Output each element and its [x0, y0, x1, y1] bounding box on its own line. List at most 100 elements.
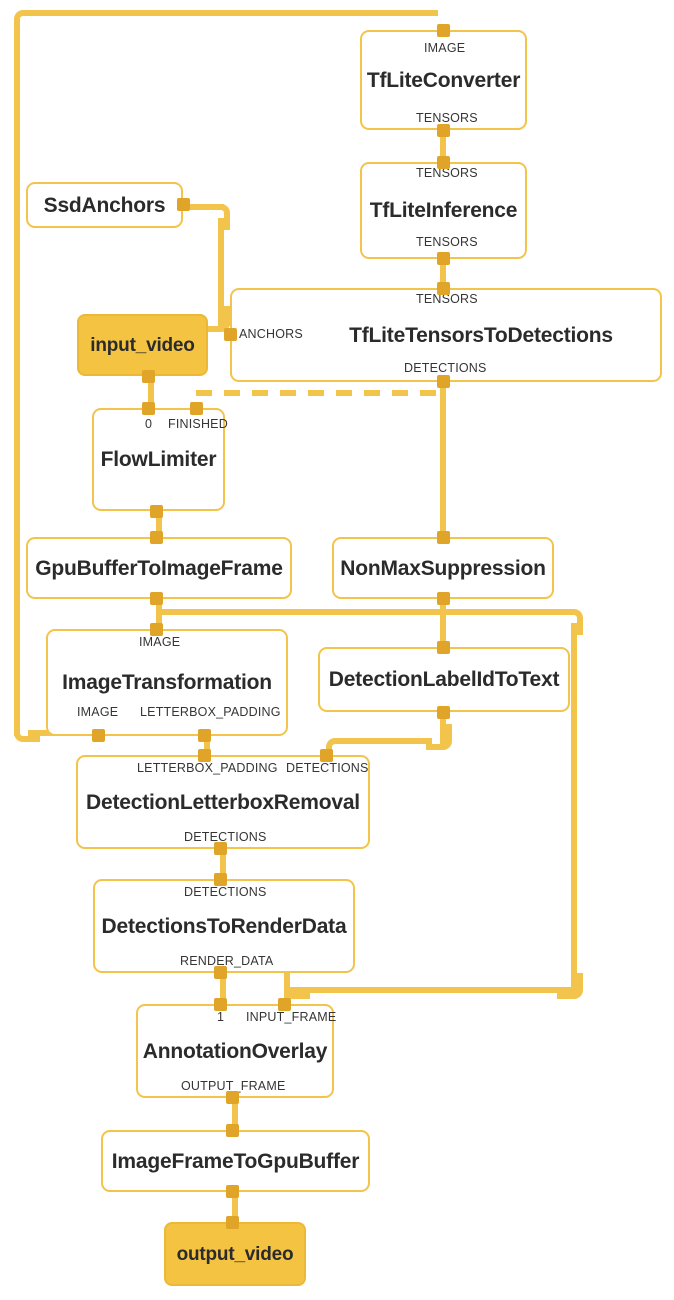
edge-converter-to-inference	[440, 130, 446, 168]
port-t2d-in-tensors[interactable]	[437, 282, 450, 295]
port-label-overlay-in-1: 1	[217, 1010, 225, 1024]
node-output-video[interactable]: output_video	[164, 1222, 306, 1286]
node-image-frame-to-gpu-buffer[interactable]: ImageFrameToGpuBuffer	[101, 1130, 370, 1192]
port-label-t2d-anchors: ANCHORS	[239, 327, 303, 341]
edge-right-rail	[571, 623, 577, 993]
node-label: TfLiteInference	[369, 199, 518, 222]
node-gpu-buffer-to-image-frame[interactable]: GpuBufferToImageFrame	[26, 537, 292, 599]
edge-flowlimiter-to-gpubuffer	[156, 511, 162, 541]
node-non-max-suppression[interactable]: NonMaxSuppression	[332, 537, 554, 599]
port-render-out-renderdata[interactable]	[214, 966, 227, 979]
edge-inference-to-t2d	[440, 255, 446, 293]
port-inputvideo-out[interactable]	[142, 370, 155, 383]
edge-t2d-to-nms	[440, 381, 446, 537]
node-label: ImageFrameToGpuBuffer	[111, 1149, 360, 1173]
port-outputvideo-in[interactable]	[226, 1216, 239, 1229]
port-labelidtotext-out[interactable]	[437, 706, 450, 719]
edge-corner	[557, 973, 583, 999]
edge-letterboxremoval-to-render	[220, 847, 226, 885]
edge-gpubuffer-to-outputvideo	[232, 1188, 238, 1222]
port-overlay-in-inputframe[interactable]	[278, 998, 291, 1011]
port-overlay-out-outputframe[interactable]	[226, 1091, 239, 1104]
edge-nms-to-labelidtotext	[440, 597, 446, 647]
port-labelidtotext-in[interactable]	[437, 641, 450, 654]
edge-corner	[204, 306, 230, 332]
port-label-imgtrans-out-letterbox: LETTERBOX_PADDING	[140, 705, 281, 719]
node-label: TfLiteConverter	[366, 68, 521, 92]
port-t2d-in-anchors[interactable]	[224, 328, 237, 341]
port-label-converter-image: IMAGE	[424, 41, 466, 55]
port-imageframetogpu-out[interactable]	[226, 1185, 239, 1198]
node-annotation-overlay[interactable]: AnnotationOverlay	[136, 1004, 334, 1098]
port-letterbox-in-detections[interactable]	[320, 749, 333, 762]
port-label-inference-in-tensors: TENSORS	[416, 166, 478, 180]
port-t2d-out-detections[interactable]	[437, 375, 450, 388]
edge-corner	[284, 973, 310, 999]
node-label: AnnotationOverlay	[142, 1039, 328, 1063]
port-gpubuffer-in[interactable]	[150, 531, 163, 544]
node-input-video[interactable]: input_video	[77, 314, 208, 376]
port-imageframetogpu-in[interactable]	[226, 1124, 239, 1137]
port-imgtrans-in-image[interactable]	[150, 623, 163, 636]
port-converter-in-image[interactable]	[437, 24, 450, 37]
edge-corner	[204, 204, 230, 230]
port-label-render-out-renderdata: RENDER_DATA	[180, 954, 274, 968]
edge-corner	[14, 10, 40, 36]
node-detection-label-id-to-text[interactable]: DetectionLabelIdToText	[318, 647, 570, 712]
edge-inputvideo-to-flowlimiter	[148, 375, 154, 413]
node-label: DetectionsToRenderData	[101, 914, 347, 938]
port-nms-out[interactable]	[437, 592, 450, 605]
port-imgtrans-out-image[interactable]	[92, 729, 105, 742]
node-label: GpuBufferToImageFrame	[35, 556, 283, 580]
port-overlay-in-1[interactable]	[214, 998, 227, 1011]
port-label-flowlimiter-finished: FINISHED	[168, 417, 228, 431]
port-label-imgtrans-in-image: IMAGE	[139, 635, 181, 649]
node-label: FlowLimiter	[100, 448, 217, 471]
port-ssdanchors-out[interactable]	[177, 198, 190, 211]
port-label-converter-tensors: TENSORS	[416, 111, 478, 125]
port-flowlimiter-in-0[interactable]	[142, 402, 155, 415]
port-nms-in[interactable]	[437, 531, 450, 544]
edge-gpubuffer-to-rightrail	[156, 609, 571, 615]
node-label: NonMaxSuppression	[340, 556, 546, 580]
node-tflite-converter[interactable]: TfLiteConverter	[360, 30, 527, 130]
port-imgtrans-out-letterbox[interactable]	[198, 729, 211, 742]
port-inference-out-tensors[interactable]	[437, 252, 450, 265]
edge-rightrail-to-overlay	[290, 987, 571, 993]
port-gpubuffer-out[interactable]	[150, 592, 163, 605]
port-letterbox-in-padding[interactable]	[198, 749, 211, 762]
port-converter-out-tensors[interactable]	[437, 124, 450, 137]
port-label-t2d-tensors: TENSORS	[416, 292, 478, 306]
port-letterbox-out-detections[interactable]	[214, 842, 227, 855]
port-flowlimiter-in-finished[interactable]	[190, 402, 203, 415]
node-detection-letterbox-removal[interactable]: DetectionLetterboxRemoval	[76, 755, 370, 849]
port-label-letterbox-in-padding: LETTERBOX_PADDING	[137, 761, 278, 775]
port-label-letterbox-out-detections: DETECTIONS	[184, 830, 267, 844]
port-label-overlay-in-inputframe: INPUT_FRAME	[246, 1010, 337, 1024]
port-label-inference-out-tensors: TENSORS	[416, 235, 478, 249]
node-label: DetectionLabelIdToText	[328, 668, 560, 691]
port-label-flowlimiter-0: 0	[145, 417, 153, 431]
node-ssd-anchors[interactable]: SsdAnchors	[26, 182, 183, 228]
edge-corner	[14, 716, 40, 742]
port-render-in-detections[interactable]	[214, 873, 227, 886]
node-tflite-tensors-to-detections[interactable]: TfLiteTensorsToDetections	[230, 288, 662, 382]
port-label-render-in-detections: DETECTIONS	[184, 885, 267, 899]
edge-render-to-overlay	[220, 973, 226, 1011]
edge-ssdanchors-to-anchors	[218, 320, 236, 326]
port-flowlimiter-out[interactable]	[150, 505, 163, 518]
edge-gpubuffer-to-imgtrans	[156, 597, 162, 635]
edge-corner	[426, 724, 452, 750]
port-label-letterbox-in-detections: DETECTIONS	[286, 761, 369, 775]
port-inference-in-tensors[interactable]	[437, 156, 450, 169]
port-label-imgtrans-out-image: IMAGE	[77, 705, 119, 719]
node-label: DetectionLetterboxRemoval	[86, 790, 360, 814]
node-detections-to-render-data[interactable]: DetectionsToRenderData	[93, 879, 355, 973]
edge-overlay-to-gpubuffer	[232, 1098, 238, 1130]
node-image-transformation[interactable]: ImageTransformation	[46, 629, 288, 736]
edge-topleft-to-converter	[28, 10, 438, 16]
edge-left-rail	[14, 24, 20, 736]
edge-ssdanchors-down	[218, 218, 224, 326]
port-label-t2d-detections: DETECTIONS	[404, 361, 487, 375]
